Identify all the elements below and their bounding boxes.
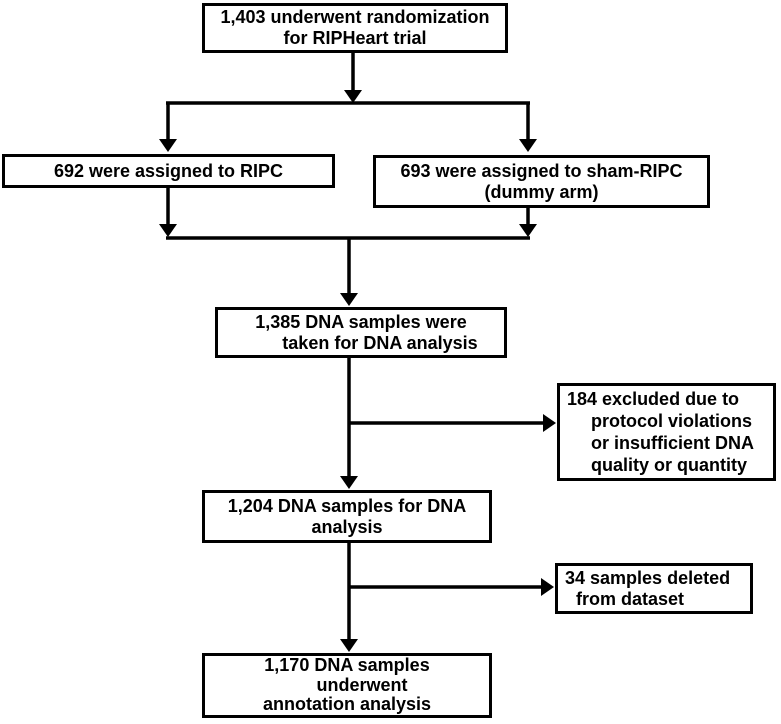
node-deleted: 34 samples deleted from dataset [555,563,753,614]
node-dna-taken-line-1: 1,385 DNA samples were [255,311,467,332]
arrowhead-to-excluded [543,414,556,432]
node-dna-analysis: 1,204 DNA samples for DNA analysis [202,490,492,543]
arrowhead-to-dna-analysis [340,476,358,489]
node-excluded-line-1: 184 excluded due to [567,389,740,409]
arrowhead-to-dna-taken [340,293,358,306]
arrowhead-ripc-to-merge [159,224,177,237]
arrowhead-to-sham [519,139,537,152]
arrowhead-to-ripc [159,139,177,152]
node-randomization: 1,403 underwent randomization for RIPHea… [202,3,508,53]
node-randomization-line-1: 1,403 underwent randomization [220,7,490,27]
node-annotation-line-1: 1,170 DNA samples [264,655,430,676]
node-dna-taken-line-2: taken for DNA analysis [282,332,478,353]
arrowhead-sham-to-merge [519,224,537,237]
node-annotation: 1,170 DNA samples underwent annotation a… [202,653,492,718]
node-deleted-line-1: 34 samples deleted [565,567,731,588]
node-annotation-line-3: annotation analysis [262,694,432,715]
node-excluded: 184 excluded due to protocol violations … [557,383,776,481]
node-annotation-line-2: underwent [316,674,408,695]
node-ripc: 692 were assigned to RIPC [2,154,335,188]
node-excluded-line-4: quality or quantity [591,455,748,475]
node-excluded-line-2: protocol violations [591,411,753,431]
arrowhead-top-to-splitbar [344,90,362,103]
node-deleted-line-2: from dataset [576,588,685,609]
node-dna-analysis-line-2: analysis [311,516,383,537]
arrowhead-to-annotation [340,639,358,652]
node-sham-ripc: 693 were assigned to sham-RIPC (dummy ar… [373,155,710,208]
node-dna-taken: 1,385 DNA samples were taken for DNA ana… [215,307,507,358]
node-randomization-line-2: for RIPHeart trial [283,28,427,48]
node-sham-ripc-line-2: (dummy arm) [484,181,599,202]
node-dna-analysis-line-1: 1,204 DNA samples for DNA [227,495,467,516]
node-ripc-line-1: 692 were assigned to RIPC [53,160,284,181]
node-sham-ripc-line-1: 693 were assigned to sham-RIPC [400,160,683,181]
arrowhead-to-deleted [541,578,554,596]
node-excluded-line-3: or insufficient DNA [591,433,755,453]
